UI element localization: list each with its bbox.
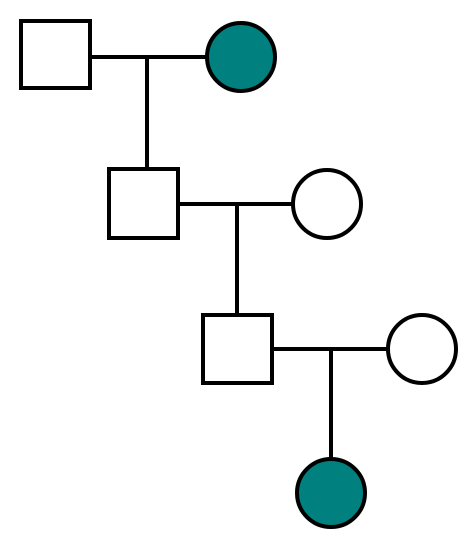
gen3-male-square	[201, 313, 274, 385]
gen2-female-circle	[291, 168, 363, 240]
gen3-female-circle	[386, 313, 458, 385]
child-female-circle	[295, 457, 367, 529]
gen1-male-square	[19, 19, 92, 90]
gen2-male-square	[107, 167, 180, 240]
gen1-female-circle	[205, 21, 277, 93]
